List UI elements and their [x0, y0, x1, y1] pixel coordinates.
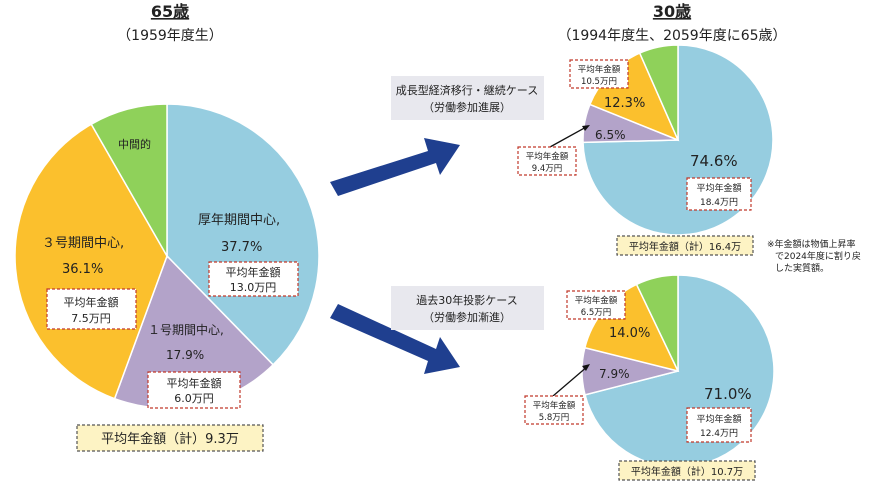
- k3-pct-label: 36.1%: [62, 262, 103, 277]
- slice-chukan: [638, 44, 679, 141]
- case2-label-line2: （労働参加漸進）: [423, 310, 511, 324]
- left-subtitle: （1959年度生）: [117, 28, 223, 44]
- slice-kokumin3: [14, 123, 168, 400]
- case1-total: 平均年金額（計）16.4万: [629, 240, 741, 253]
- case1-k1-avg-value: 9.4万円: [532, 164, 563, 174]
- case2-total-box: [618, 460, 756, 481]
- case2-k1-leader: [552, 365, 589, 397]
- case1-kosei-avg-value: 18.4万円: [700, 197, 738, 208]
- k3-avg-title: 平均年金額: [64, 295, 119, 309]
- case1-k1-leader-head: [582, 125, 590, 131]
- case1-k3-avg-value: 10.5万円: [581, 77, 617, 87]
- k3-avg-box: [46, 288, 137, 330]
- case1-label-box: [391, 76, 544, 120]
- case1-kosei-avg-box: [686, 177, 752, 211]
- case2-kosei-avg-title: 平均年金額: [696, 413, 741, 425]
- k1-avg-title: 平均年金額: [167, 376, 222, 390]
- case2-k3-pct: 14.0%: [609, 326, 650, 341]
- case2-k1-avg-value: 5.8万円: [539, 413, 570, 423]
- slice-chukan: [90, 103, 168, 259]
- case1-k3-avg-title: 平均年金額: [578, 64, 621, 75]
- arrow-to-case1: [330, 138, 460, 196]
- case2-k1-avg-box: [524, 395, 584, 425]
- case2-label-box: [391, 286, 544, 330]
- case2-k3-avg-box: [566, 290, 626, 320]
- case2-label-line1: 過去30年投影ケース: [416, 293, 517, 307]
- case2-total: 平均年金額（計）10.7万: [631, 465, 743, 478]
- right-subtitle: （1994年度生、2059年度に65歳）: [557, 28, 786, 44]
- k3-label: ３号期間中心,: [42, 236, 124, 251]
- case1-kosei-avg-title: 平均年金額: [696, 182, 741, 194]
- case1-label-line1: 成長型経済移行・継続ケース: [396, 83, 538, 97]
- left-title: 65歳: [151, 2, 189, 21]
- case1-label-line2: （労働参加進展）: [423, 100, 511, 114]
- case1-k1-avg-title: 平均年金額: [526, 151, 569, 162]
- case1-k1-leader: [549, 125, 589, 148]
- slice-kosei: [166, 103, 320, 366]
- note-line1: ※年金額は物価上昇率: [767, 238, 856, 250]
- kosei-avg-box: [208, 261, 299, 297]
- case2-k3-avg-value: 6.5万円: [581, 308, 612, 318]
- case2-kosei-avg-box: [686, 407, 752, 443]
- k3-avg-value: 7.5万円: [71, 312, 111, 325]
- pie-65: [14, 103, 320, 409]
- case2-kosei-pct: 71.0%: [704, 385, 752, 403]
- left-total: 平均年金額（計）9.3万: [101, 431, 239, 447]
- case1-k1-pct: 6.5%: [595, 128, 626, 142]
- case2-k1-leader-head: [582, 364, 590, 371]
- case1-kosei-pct: 74.6%: [690, 152, 738, 170]
- case2-kosei-avg-value: 12.4万円: [700, 428, 738, 439]
- kosei-label: 厚年期間中心,: [198, 213, 280, 228]
- case2-k1-avg-title: 平均年金額: [533, 400, 576, 411]
- case1-total-box: [616, 235, 754, 256]
- case2-k3-avg-title: 平均年金額: [575, 295, 618, 306]
- chukan-label: 中間的: [118, 137, 151, 151]
- case1-k1-avg-box: [517, 146, 577, 176]
- k1-avg-value: 6.0万円: [174, 392, 214, 405]
- case1-k3-pct: 12.3%: [604, 96, 645, 111]
- arrow-to-case2: [330, 304, 460, 374]
- k1-avg-box: [147, 371, 241, 409]
- kosei-pct-label: 37.7%: [221, 240, 262, 255]
- k1-label: １号期間中心,: [148, 322, 224, 337]
- kosei-avg-title: 平均年金額: [226, 265, 281, 279]
- note-line3: した実質額。: [775, 262, 829, 274]
- note-line2: で2024年度に割り戻: [775, 250, 861, 262]
- slice-chukan: [635, 274, 679, 372]
- case1-k3-avg-box: [569, 59, 629, 89]
- k1-pct-label: 17.9%: [166, 348, 204, 362]
- left-total-box: [76, 424, 264, 452]
- kosei-avg-value: 13.0万円: [230, 281, 277, 294]
- right-title: 30歳: [653, 2, 691, 21]
- case2-k1-pct: 7.9%: [599, 367, 630, 381]
